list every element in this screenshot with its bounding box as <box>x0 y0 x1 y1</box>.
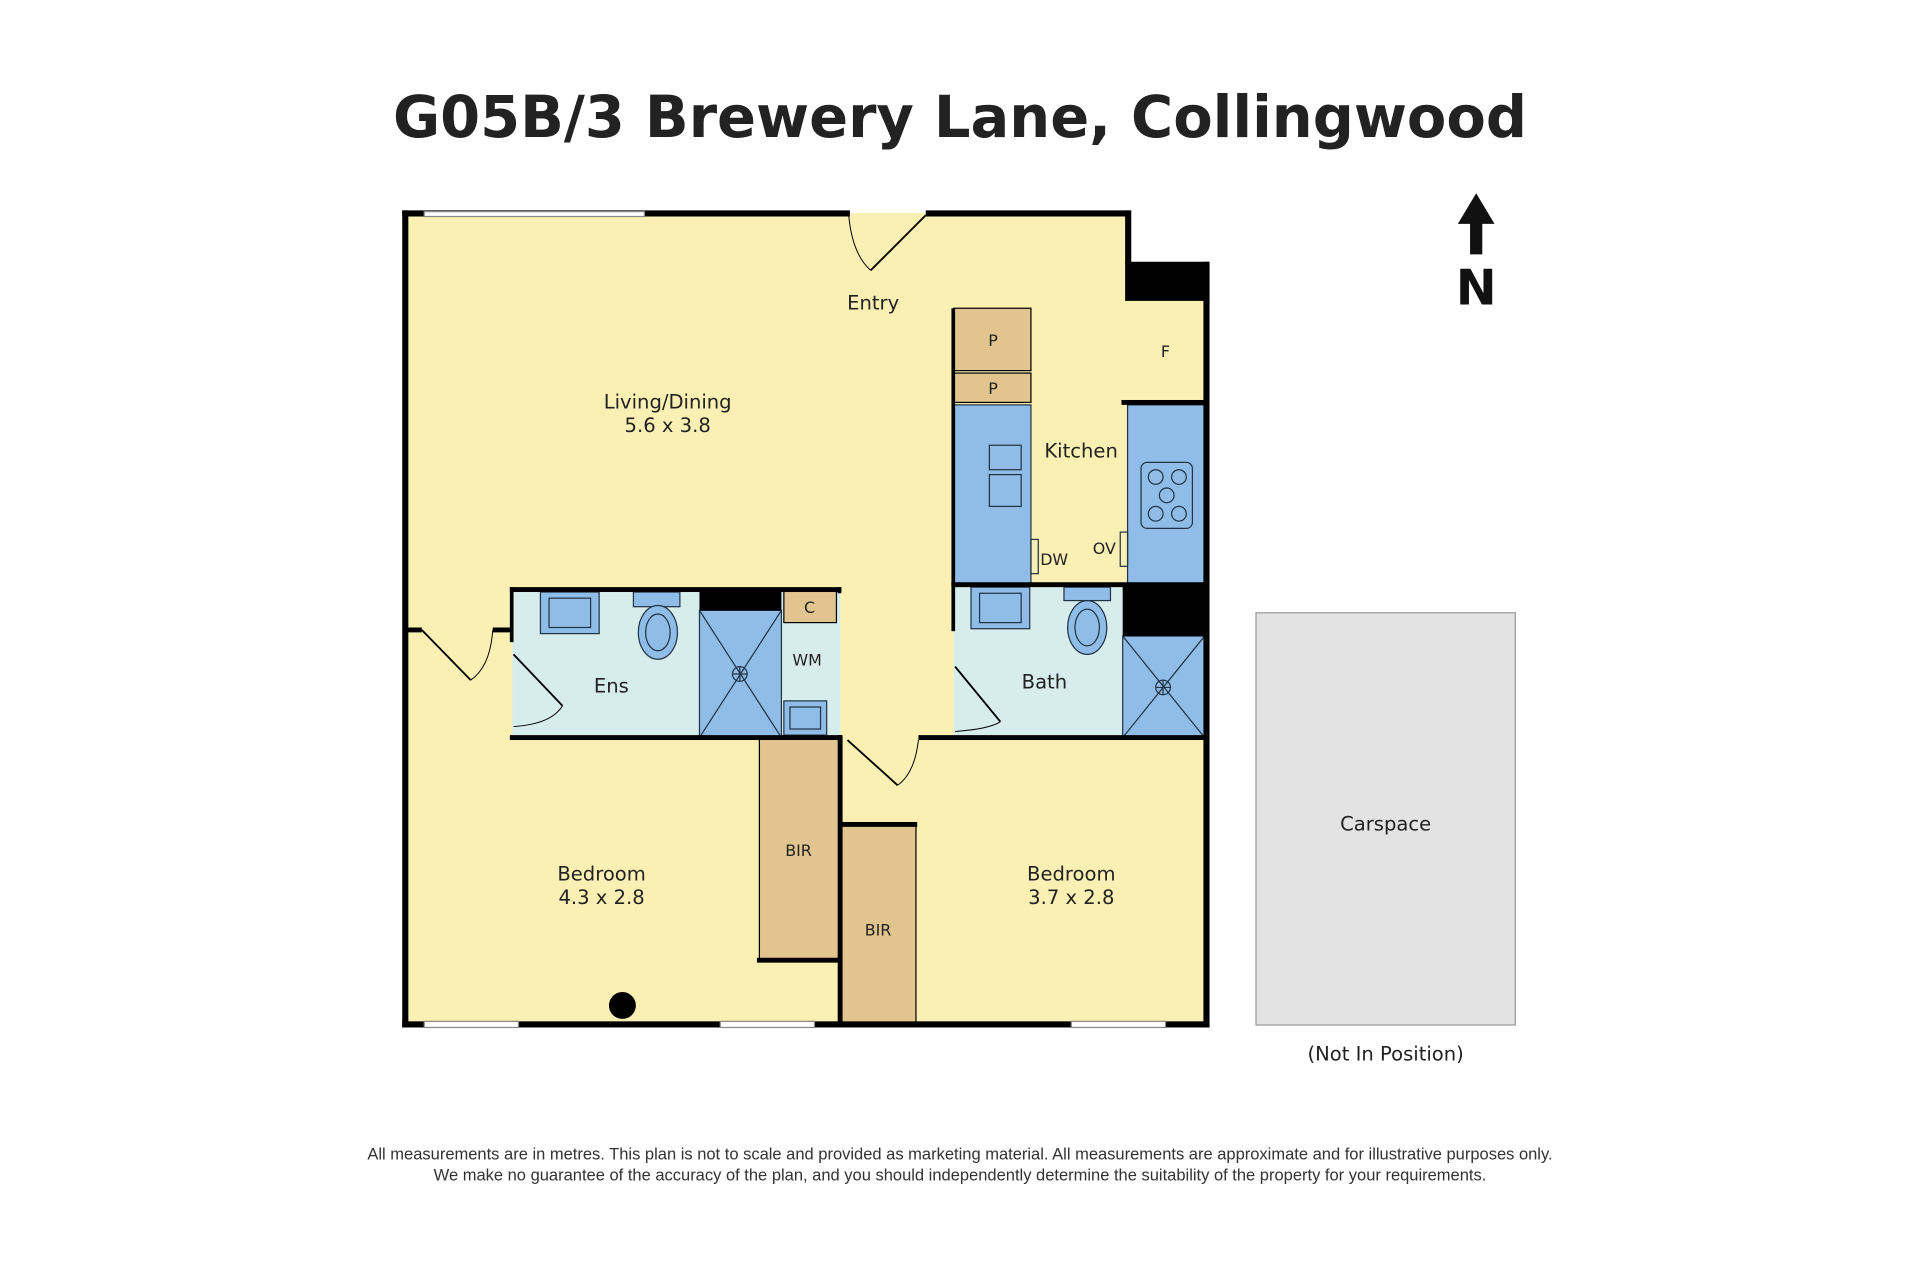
north-arrow-icon: N <box>1456 193 1497 317</box>
room-labels: Entry Living/Dining 5.6 x 3.8 Kitchen P … <box>557 291 1463 1065</box>
living-label: Living/Dining <box>604 391 732 414</box>
carspace-note: (Not In Position) <box>1308 1042 1464 1065</box>
bedroom2-label: Bedroom <box>1027 863 1115 886</box>
plan-title: G05B/3 Brewery Lane, Collingwood <box>393 84 1527 151</box>
bir1-label: BIR <box>785 841 812 860</box>
kitchen-label: Kitchen <box>1044 439 1118 462</box>
dishwasher-label: DW <box>1040 550 1068 569</box>
fixtures <box>539 404 1206 739</box>
oven-icon <box>1119 531 1129 567</box>
bedroom2-door <box>846 739 899 786</box>
pantry2-label: P <box>988 379 998 398</box>
toilet-icon <box>1067 599 1108 656</box>
cistern-icon <box>1063 586 1112 602</box>
entry-label: Entry <box>847 291 899 314</box>
bir-2 <box>840 823 917 1026</box>
bir2-label: BIR <box>865 921 892 940</box>
bath-door <box>954 666 1002 723</box>
ensuite-label: Ens <box>594 674 629 697</box>
vanity-icon <box>970 586 1031 630</box>
wm-label: WM <box>792 650 821 669</box>
vanity-icon <box>539 591 600 635</box>
north-label: N <box>1456 260 1497 317</box>
cooktop-icon <box>1140 461 1194 530</box>
kitchen-bench-right <box>1126 404 1206 585</box>
bir-1 <box>758 736 841 961</box>
toilet-icon <box>637 604 679 660</box>
disclaimer-line-2: We make no guarantee of the accuracy of … <box>434 1166 1487 1184</box>
sink-icon <box>988 444 1022 471</box>
oven-label: OV <box>1093 539 1116 558</box>
carspace <box>1255 612 1516 1026</box>
fridge-label: F <box>1161 342 1170 361</box>
bedroom1-label: Bedroom <box>557 863 645 886</box>
windows <box>423 210 1167 1029</box>
pantry1-label: P <box>988 331 998 350</box>
bedroom2-size: 3.7 x 2.8 <box>1028 886 1114 909</box>
bath-label: Bath <box>1022 671 1067 694</box>
cupboard-label: C <box>804 598 815 617</box>
living-size: 5.6 x 3.8 <box>625 414 711 437</box>
disclaimer-line-1: All measurements are in metres. This pla… <box>367 1146 1552 1164</box>
ensuite-door <box>512 653 564 707</box>
entry-door <box>870 214 927 271</box>
dishwasher-icon <box>1030 538 1039 575</box>
doors <box>421 214 1002 786</box>
sink-icon <box>988 473 1022 508</box>
bedroom1-size: 4.3 x 2.8 <box>558 886 644 909</box>
kitchen-bench-left <box>953 404 1032 585</box>
cistern-icon <box>632 591 681 608</box>
joinery <box>758 307 1032 1026</box>
carspace-label: Carspace <box>1340 813 1431 836</box>
bedroom1-door <box>421 629 472 681</box>
column <box>608 991 636 1019</box>
